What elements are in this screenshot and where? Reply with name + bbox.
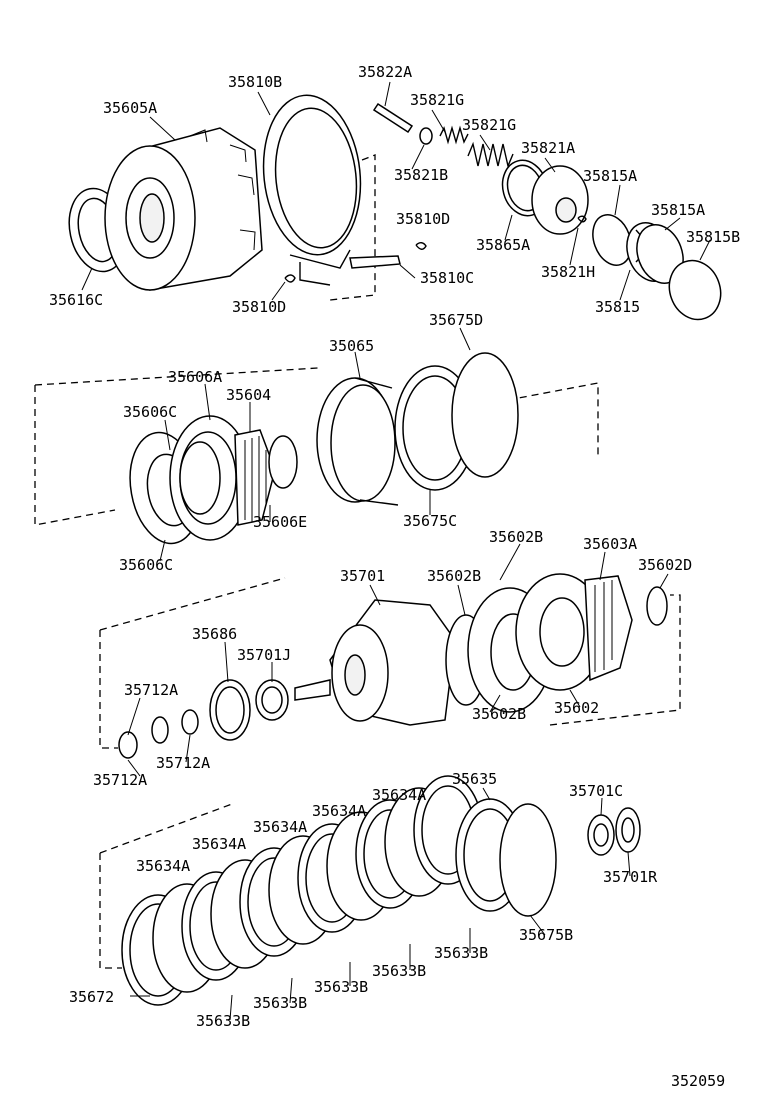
label-35712A: 35712A	[156, 754, 210, 772]
label-35606A: 35606A	[168, 368, 222, 386]
input-shaft-assembly	[99, 573, 681, 759]
label-35602D: 35602D	[638, 556, 692, 574]
label-35821G: 35821G	[410, 91, 464, 109]
label-35602B: 35602B	[489, 528, 543, 546]
label-35815: 35815	[595, 298, 640, 316]
label-35810B: 35810B	[228, 73, 282, 91]
label-35633B: 35633B	[372, 962, 426, 980]
clutch-pack	[99, 775, 641, 1006]
label-35675C: 35675C	[403, 512, 457, 530]
label-35606E: 35606E	[253, 513, 307, 531]
label-35701C: 35701C	[569, 782, 623, 800]
leader-lines	[81, 81, 711, 1021]
label-35606C: 35606C	[119, 556, 173, 574]
label-35810C: 35810C	[420, 269, 474, 287]
part-labels: 35810B 35822A 35605A 35821G 35821G 35821…	[49, 63, 740, 1090]
label-35633B: 35633B	[314, 978, 368, 996]
label-35815B: 35815B	[686, 228, 740, 246]
drawing-number: 352059	[671, 1072, 725, 1090]
label-35602: 35602	[554, 699, 599, 717]
label-35633B: 35633B	[196, 1012, 250, 1030]
label-35810D: 35810D	[232, 298, 286, 316]
label-35701J: 35701J	[237, 646, 291, 664]
label-35821B: 35821B	[394, 166, 448, 184]
label-35815A: 35815A	[651, 201, 705, 219]
label-35672: 35672	[69, 988, 114, 1006]
label-35606C: 35606C	[123, 403, 177, 421]
label-35815A: 35815A	[583, 167, 637, 185]
label-35605A: 35605A	[103, 99, 157, 117]
label-35635: 35635	[452, 770, 497, 788]
label-35616C: 35616C	[49, 291, 103, 309]
brake-band-assembly	[68, 94, 722, 321]
label-35634A: 35634A	[136, 857, 190, 875]
label-35822A: 35822A	[358, 63, 412, 81]
label-35634A: 35634A	[312, 802, 366, 820]
label-35810D: 35810D	[396, 210, 450, 228]
label-35065: 35065	[329, 337, 374, 355]
clutch-drum-assembly	[34, 352, 599, 545]
label-35712A: 35712A	[124, 681, 178, 699]
label-35675D: 35675D	[429, 311, 483, 329]
label-35821A: 35821A	[521, 139, 575, 157]
label-35634A: 35634A	[372, 786, 426, 804]
label-35604: 35604	[226, 386, 271, 404]
label-35602B: 35602B	[427, 567, 481, 585]
label-35821H: 35821H	[541, 263, 595, 281]
label-35633B: 35633B	[434, 944, 488, 962]
label-35634A: 35634A	[192, 835, 246, 853]
label-35603A: 35603A	[583, 535, 637, 553]
label-35634A: 35634A	[253, 818, 307, 836]
label-35633B: 35633B	[253, 994, 307, 1012]
label-35865A: 35865A	[476, 236, 530, 254]
label-35701R: 35701R	[603, 868, 658, 886]
label-35675B: 35675B	[519, 926, 573, 944]
label-35602B: 35602B	[472, 705, 526, 723]
label-35712A: 35712A	[93, 771, 147, 789]
label-35821G: 35821G	[462, 116, 516, 134]
label-35701: 35701	[340, 567, 385, 585]
label-35686: 35686	[192, 625, 237, 643]
